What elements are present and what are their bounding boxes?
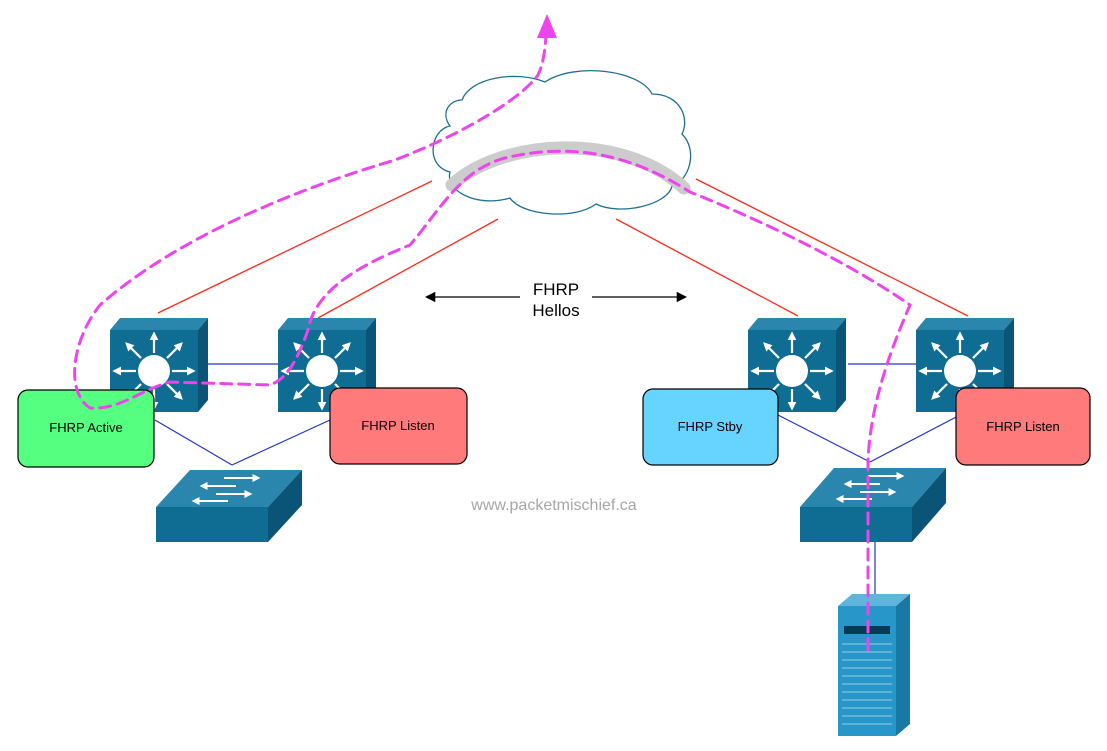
uplinks xyxy=(157,178,969,319)
link-r-stby-to-access xyxy=(777,414,871,463)
l2-switch-left xyxy=(156,470,302,542)
link-l-active-to-access xyxy=(154,419,233,466)
link-l-listen-to-access xyxy=(231,419,331,466)
uplink-left-active xyxy=(157,180,433,314)
status-label-listen-right: FHRP Listen xyxy=(986,419,1059,434)
hellos-label-line1: FHRP xyxy=(533,280,579,299)
hellos-label-line2: Hellos xyxy=(532,301,579,320)
status-box-standby: FHRP Stby xyxy=(642,388,779,466)
status-box-active: FHRP Active xyxy=(17,389,155,468)
uplink-left-listen xyxy=(317,218,499,319)
access-links xyxy=(154,363,961,595)
tunnel-arc xyxy=(445,141,691,195)
link-r-listen-to-access xyxy=(869,414,961,463)
l3-switch-right-stby xyxy=(748,318,846,412)
uplink-right-listen xyxy=(695,178,969,317)
status-label-active: FHRP Active xyxy=(49,420,122,435)
watermark-text: www.packetmischief.ca xyxy=(470,497,636,514)
traffic-path xyxy=(73,24,912,652)
l2-switch-right xyxy=(800,468,946,542)
status-box-listen-right: FHRP Listen xyxy=(955,387,1091,466)
status-label-listen-left: FHRP Listen xyxy=(361,418,434,433)
status-label-standby: FHRP Stby xyxy=(678,419,743,434)
traffic-path-arrowhead xyxy=(537,14,557,38)
uplink-right-stby xyxy=(615,218,799,317)
status-box-listen-left: FHRP Listen xyxy=(329,387,468,465)
server-icon xyxy=(838,594,910,736)
